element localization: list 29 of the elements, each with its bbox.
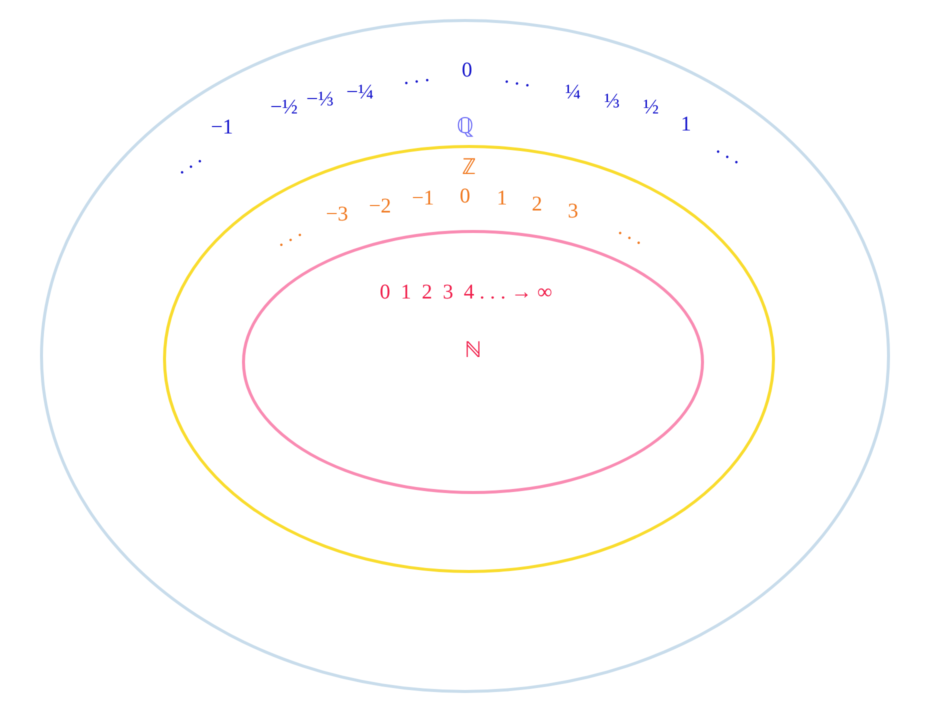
ellipsis: . . .	[171, 146, 205, 178]
ellipsis: . . .	[402, 64, 430, 88]
number-label: −2	[368, 196, 392, 216]
number-label: −1	[412, 188, 434, 208]
set-symbol: ℕ	[464, 339, 482, 361]
number-label: 0	[460, 186, 470, 206]
set-symbol: ℤ	[462, 156, 476, 178]
number-label: ½	[643, 96, 659, 118]
number-label: −3	[326, 204, 348, 224]
ellipsis: . . .	[713, 136, 747, 168]
number-label: 0	[462, 60, 472, 80]
number-label: 1	[496, 188, 508, 208]
number-label: −¼	[346, 82, 374, 102]
number-label: −1	[210, 116, 234, 138]
number-label: ⅓	[604, 90, 620, 112]
number-label: 1	[680, 114, 692, 134]
set-ellipse	[40, 19, 890, 693]
set-ellipse	[242, 230, 704, 494]
number-label: −½	[270, 96, 298, 118]
ellipsis: . . .	[615, 218, 649, 248]
number-label: ¼	[565, 82, 581, 102]
number-label: 2	[532, 194, 542, 214]
ellipsis: . . .	[271, 220, 305, 250]
ellipsis: . . .	[503, 65, 533, 91]
set-ellipse	[163, 145, 775, 573]
number-label: −⅓	[306, 88, 334, 110]
number-label: 3	[568, 200, 578, 222]
set-symbol: ℚ	[456, 115, 474, 137]
number-sequence: 0 1 2 3 4 . . . → ∞	[380, 282, 552, 302]
